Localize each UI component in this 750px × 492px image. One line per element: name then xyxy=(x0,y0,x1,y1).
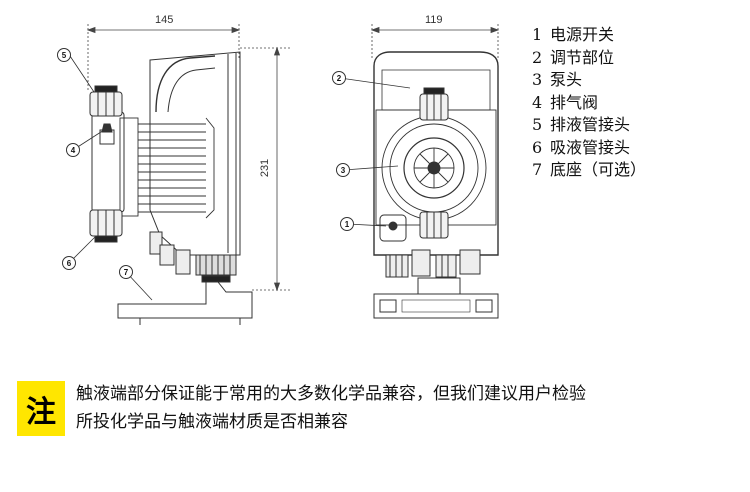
callout-1: 1 xyxy=(340,217,354,231)
front-housing xyxy=(373,51,499,256)
front-pump-ribs xyxy=(381,115,487,221)
svg-text:2: 2 xyxy=(337,74,342,83)
note-text: 触液端部分保证能于常用的大多数化学品兼容，但我们建议用户检验 所投化学品与触液端… xyxy=(76,380,746,436)
note-line-1: 触液端部分保证能于常用的大多数化学品兼容，但我们建议用户检验 xyxy=(76,384,586,404)
svg-text:3: 3 xyxy=(341,166,346,175)
callout-7: 7 xyxy=(119,265,133,279)
dimension-front-width: 119 xyxy=(425,14,443,26)
note-line-2: 所投化学品与触液端材质是否相兼容 xyxy=(76,412,348,432)
pump-technical-drawing: 5 4 6 7 2 3 1 xyxy=(57,24,500,325)
power-switch xyxy=(379,214,407,242)
svg-text:1: 1 xyxy=(345,220,350,229)
callout-5: 5 xyxy=(57,48,71,62)
side-housing xyxy=(149,51,241,256)
side-handle xyxy=(155,55,216,113)
svg-text:5: 5 xyxy=(62,51,67,60)
front-discharge-connector xyxy=(419,87,449,121)
side-discharge-connector xyxy=(89,85,123,117)
front-base xyxy=(373,277,499,319)
svg-text:4: 4 xyxy=(71,146,76,155)
callout-2: 2 xyxy=(332,71,346,85)
svg-text:6: 6 xyxy=(67,259,72,268)
side-suction-connector xyxy=(89,209,123,243)
front-suction-connector xyxy=(419,211,449,239)
callout-6: 6 xyxy=(62,256,76,270)
dimension-height: 231 xyxy=(259,158,272,178)
note-badge: 注 xyxy=(17,381,65,436)
callout-4: 4 xyxy=(66,143,80,157)
side-view xyxy=(89,51,253,325)
callout-3: 3 xyxy=(336,163,350,177)
side-base xyxy=(117,281,253,319)
dimension-side-width: 145 xyxy=(155,14,174,26)
front-bottom-fittings xyxy=(385,249,481,278)
motor-fins xyxy=(119,117,215,219)
side-bleed-valve xyxy=(99,123,115,145)
front-view xyxy=(373,51,499,319)
svg-text:7: 7 xyxy=(124,268,129,277)
side-bottom-fittings xyxy=(149,231,237,283)
dimension-lines xyxy=(86,24,500,292)
